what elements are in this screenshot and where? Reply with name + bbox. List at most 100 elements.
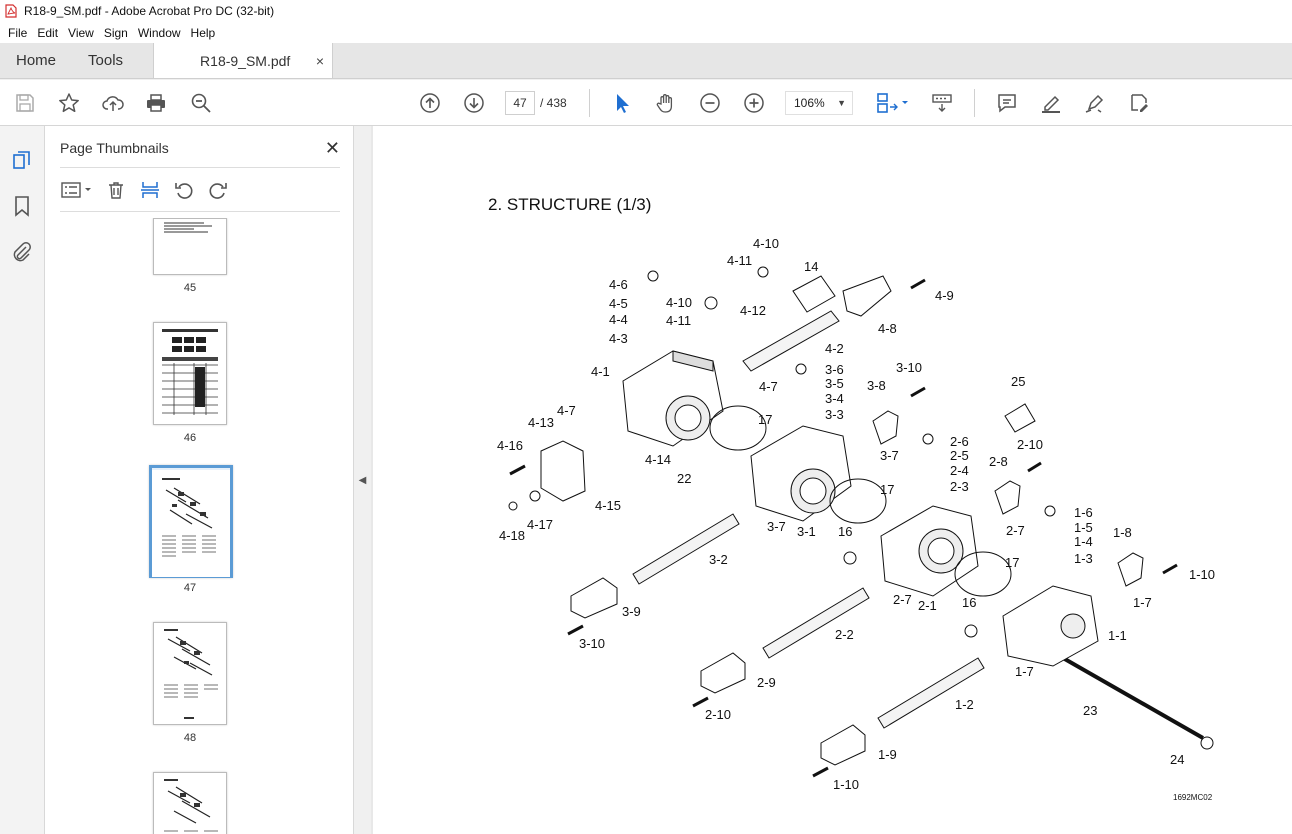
list-options-icon [61, 182, 91, 198]
page-thumbnails-rail-button[interactable] [10, 148, 34, 172]
callout: 2-4 [950, 463, 969, 478]
page-preview [164, 779, 218, 832]
callout: 2-5 [950, 448, 969, 463]
save-button[interactable] [13, 91, 37, 115]
callout: 1-7 [1133, 595, 1152, 610]
page-display-button[interactable] [876, 91, 910, 115]
thumbnail-page-47[interactable] [149, 465, 233, 578]
callout: 23 [1083, 703, 1097, 718]
menu-file[interactable]: File [8, 25, 28, 40]
previous-page-button[interactable] [418, 91, 442, 115]
actuator-25 [1004, 403, 1036, 433]
arrow-up-circle-icon [420, 93, 440, 113]
callout: 4-16 [497, 438, 523, 453]
page-preview [152, 470, 230, 577]
comment-button[interactable] [995, 91, 1019, 115]
callout: 4-17 [527, 517, 553, 532]
callout: 1-7 [1015, 664, 1034, 679]
bolt-3-10 [910, 386, 926, 398]
callout: 1-5 [1074, 520, 1093, 535]
cloud-upload-icon [102, 96, 124, 111]
figure-code: 1692MC02 [1173, 793, 1213, 802]
callout: 1-9 [878, 747, 897, 762]
thumbnail-page-46[interactable] [153, 322, 227, 425]
callout: 3-3 [825, 407, 844, 422]
menu-sign[interactable]: Sign [103, 25, 128, 40]
rotate-right-button[interactable] [206, 178, 230, 202]
thumbnail-page-48[interactable] [153, 622, 227, 725]
collapse-panel-arrow-icon[interactable]: ◀ [358, 474, 367, 486]
upload-button[interactable] [101, 91, 125, 115]
callout: 3-1 [797, 524, 816, 539]
page-total-label: / 438 [540, 96, 567, 110]
menu-window[interactable]: Window [137, 25, 181, 40]
callout: 16 [962, 595, 976, 610]
end-block-4-15 [540, 440, 586, 502]
plug-4-10b [757, 266, 769, 278]
thumbnail-options-button[interactable] [60, 178, 94, 202]
insert-page-button[interactable] [138, 178, 162, 202]
fill-sign-button[interactable] [1127, 91, 1151, 115]
spool-1-2 [877, 657, 985, 729]
callout: 4-9 [935, 288, 954, 303]
callout: 4-7 [759, 379, 778, 394]
printer-icon [147, 94, 165, 112]
zoom-search-button[interactable] [189, 91, 213, 115]
tie-rod-shape [1062, 656, 1204, 740]
panel-title: Page Thumbnails [60, 140, 169, 156]
attachments-rail-button[interactable] [10, 240, 34, 264]
bookmarks-rail-button[interactable] [10, 194, 34, 218]
bookmark-star-button[interactable] [57, 91, 81, 115]
callout: 3-2 [709, 552, 728, 567]
bolt-3-10b [567, 624, 584, 636]
thumbnail-page-49[interactable] [153, 772, 227, 834]
hand-tool-button[interactable] [654, 91, 678, 115]
panel-splitter[interactable]: ◀ [354, 126, 371, 834]
callout: 22 [677, 471, 691, 486]
scroll-mode-button[interactable] [930, 91, 954, 115]
toolbar-separator [589, 89, 590, 117]
callout: 4-3 [609, 331, 628, 346]
page-heading: 2. STRUCTURE (1/3) [488, 195, 652, 214]
highlight-button[interactable] [1039, 91, 1063, 115]
select-tool-button[interactable] [610, 91, 634, 115]
pen-sign-icon [1085, 94, 1104, 113]
zoom-in-button[interactable] [742, 91, 766, 115]
bolt-1-10b [812, 766, 829, 778]
callout: 4-10 [666, 295, 692, 310]
tab-document[interactable]: R18-9_SM.pdf × [153, 43, 334, 78]
delete-pages-button[interactable] [104, 178, 128, 202]
document-viewport[interactable]: 2. STRUCTURE (1/3) [371, 126, 1292, 834]
callout: 3-7 [880, 448, 899, 463]
callout: 4-2 [825, 341, 844, 356]
draw-button[interactable] [1083, 91, 1107, 115]
page-preview [164, 222, 212, 233]
menu-view[interactable]: View [68, 25, 94, 40]
tab-tools[interactable]: Tools [88, 52, 124, 69]
thumbnail-page-45[interactable] [153, 218, 227, 275]
print-button[interactable] [144, 91, 168, 115]
menu-edit[interactable]: Edit [37, 25, 59, 40]
close-panel-icon[interactable]: ✕ [324, 137, 340, 158]
callout: 2-6 [950, 434, 969, 449]
plug-16b [964, 624, 978, 638]
callout: 3-4 [825, 391, 844, 406]
zoom-level-select[interactable]: 106% ▼ [785, 91, 853, 115]
callout: 4-6 [609, 277, 628, 292]
bolt-1-10 [1162, 563, 1178, 575]
rotate-counterclockwise-icon [175, 183, 193, 199]
callout: 1-4 [1074, 534, 1093, 549]
next-page-button[interactable] [462, 91, 486, 115]
tab-home[interactable]: Home [16, 52, 57, 69]
arrow-down-circle-icon [464, 93, 484, 113]
close-tab-icon[interactable]: × [315, 52, 325, 69]
page-number-input[interactable]: 47 [505, 91, 535, 115]
hand-icon [656, 94, 673, 113]
zoom-out-button[interactable] [698, 91, 722, 115]
trash-icon [109, 182, 123, 199]
menu-help[interactable]: Help [190, 25, 216, 40]
rotate-left-button[interactable] [172, 178, 196, 202]
o-ring-17 [709, 405, 767, 451]
comment-icon [998, 94, 1016, 113]
plug-4-18 [508, 501, 518, 511]
